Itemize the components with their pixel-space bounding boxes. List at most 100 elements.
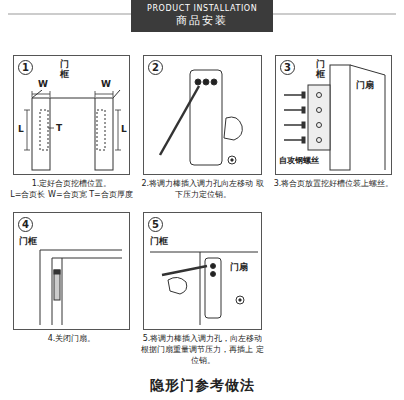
screw-hinge-sketch <box>302 137 305 143</box>
adjust-hinge-sketch <box>239 299 241 301</box>
part-label: 门扇 <box>230 262 248 273</box>
screw-hinge-sketch <box>302 92 305 98</box>
dimension-label: W <box>38 79 48 90</box>
screw-hinge-sketch <box>284 124 302 126</box>
dimension-line <box>24 110 30 111</box>
part-label: 门扇 <box>356 80 374 91</box>
hinge-sketch <box>203 79 209 85</box>
dimension-label: L <box>18 124 24 135</box>
part-label: 门框 <box>150 236 168 247</box>
door-frame-sketch <box>95 98 113 170</box>
callout-number: 4 <box>18 217 33 232</box>
screw-hinge-sketch <box>284 139 302 141</box>
part-label: 门框 <box>60 60 69 80</box>
step-caption: L=合页长 W=合页宽 T=合页厚度 <box>8 189 135 200</box>
screw-hinge-sketch <box>302 122 305 128</box>
callout-number: 5 <box>148 217 163 232</box>
hinge-sketch <box>211 79 217 85</box>
step-panel: 22.将调力棒插入调力孔向左移动 取下压力定位销。 <box>143 55 262 175</box>
dimension-line <box>24 91 121 150</box>
step-caption: 5.将调力棒插入调力孔，向左移动 根据门扇重量调节压力，再插上 定位销。 <box>138 333 267 366</box>
header-tab: PRODUCT INSTALLATION商品安装 <box>131 0 273 32</box>
caption-box: 4.关闭门扇。 <box>8 333 135 344</box>
hinge-sketch <box>224 117 242 140</box>
door-frame-sketch <box>40 110 48 150</box>
adjust-hinge-sketch <box>205 258 221 318</box>
part-label: 门框 <box>19 236 37 247</box>
dimension-line <box>95 91 96 97</box>
adjust-hinge-sketch <box>211 264 216 269</box>
screw-hinge-sketch <box>308 85 330 150</box>
closed-door-sketch <box>62 258 63 325</box>
door-frame-sketch <box>32 90 120 170</box>
screw-hinge-sketch <box>284 94 302 96</box>
dimension-line <box>27 110 28 150</box>
dimension-line <box>32 94 50 95</box>
dimension-label: W <box>101 79 111 90</box>
callout-number: 3 <box>280 60 295 75</box>
dimension-line <box>118 110 119 150</box>
screw-hinge-sketch <box>302 107 305 113</box>
hinge-sketch <box>195 79 201 85</box>
screw-hinge-sketch <box>317 108 322 113</box>
door-frame-sketch <box>113 90 120 98</box>
caption-box: 5.将调力棒插入调力孔，向左移动 根据门扇重量调节压力，再插上 定位销。 <box>138 333 267 366</box>
door-frame-sketch <box>50 98 95 99</box>
dimension-line <box>24 150 30 151</box>
adjust-hinge-sketch <box>168 277 187 294</box>
screw-hinge-sketch <box>385 75 386 170</box>
adjust-hinge-sketch <box>200 252 201 325</box>
hinge-sketch <box>160 70 242 165</box>
step-caption: 2.将调力棒插入调力孔向左移动 取下压力定位销。 <box>138 178 267 200</box>
door-frame-sketch <box>97 110 105 150</box>
dimension-line <box>113 91 114 97</box>
step-panel: 11.定好合页挖槽位置。L=合页长 W=合页宽 T=合页厚度 <box>13 55 130 175</box>
step-caption: 4.关闭门扇。 <box>8 333 135 344</box>
door-frame-sketch <box>32 98 50 170</box>
screw-hinge-sketch <box>350 65 385 75</box>
hinge-sketch <box>231 159 233 161</box>
callout-number: 1 <box>18 60 33 75</box>
closed-door-sketch <box>40 250 122 325</box>
dimension-line <box>115 150 121 151</box>
screw-hinge-sketch <box>284 95 302 140</box>
caption-box: 3.将合页放置挖好槽位装上螺丝。 <box>270 178 397 189</box>
header-chinese: 商品安装 <box>147 14 257 28</box>
hinge-sketch <box>228 156 236 164</box>
part-label: 门框 <box>316 60 325 80</box>
adjust-hinge-sketch <box>150 252 258 325</box>
adjust-hinge-sketch <box>162 266 207 275</box>
dimension-line <box>32 91 33 97</box>
screw-hinge-sketch <box>317 93 322 98</box>
dimension-line <box>95 94 113 95</box>
dimension-label: T <box>56 123 62 134</box>
screw-hinge-sketch <box>317 138 322 143</box>
callout-number: 2 <box>148 60 163 75</box>
hinge-sketch <box>190 70 222 165</box>
part-label: 自攻钢螺丝 <box>279 155 319 166</box>
diagram-title: 隐形门参考做法 <box>0 376 404 394</box>
caption-box: 2.将调力棒插入调力孔向左移动 取下压力定位销。 <box>138 178 267 200</box>
adjust-hinge-sketch <box>150 252 258 253</box>
dimension-label: L <box>121 124 127 135</box>
adjust-hinge-sketch <box>236 296 244 304</box>
closed-door-sketch <box>54 270 60 274</box>
dimension-line <box>50 91 51 97</box>
screw-hinge-sketch <box>317 123 322 128</box>
dimension-line <box>115 110 121 111</box>
closed-door-sketch <box>40 250 122 251</box>
screw-hinge-sketch <box>330 65 350 170</box>
step-caption: 1.定好合页挖槽位置。 <box>8 178 135 189</box>
hinge-sketch <box>160 86 199 155</box>
closed-door-sketch <box>54 270 60 300</box>
screw-hinge-sketch <box>284 109 302 111</box>
dimension-line <box>48 128 54 129</box>
step-panel: 44.关闭门扇。 <box>13 212 130 330</box>
caption-box: 1.定好合页挖槽位置。L=合页长 W=合页宽 T=合页厚度 <box>8 178 135 200</box>
header-english: PRODUCT INSTALLATION <box>147 3 257 14</box>
closed-door-sketch <box>52 258 53 325</box>
closed-door-sketch <box>40 250 41 325</box>
step-caption: 3.将合页放置挖好槽位装上螺丝。 <box>270 178 397 189</box>
adjust-hinge-sketch <box>211 272 216 277</box>
